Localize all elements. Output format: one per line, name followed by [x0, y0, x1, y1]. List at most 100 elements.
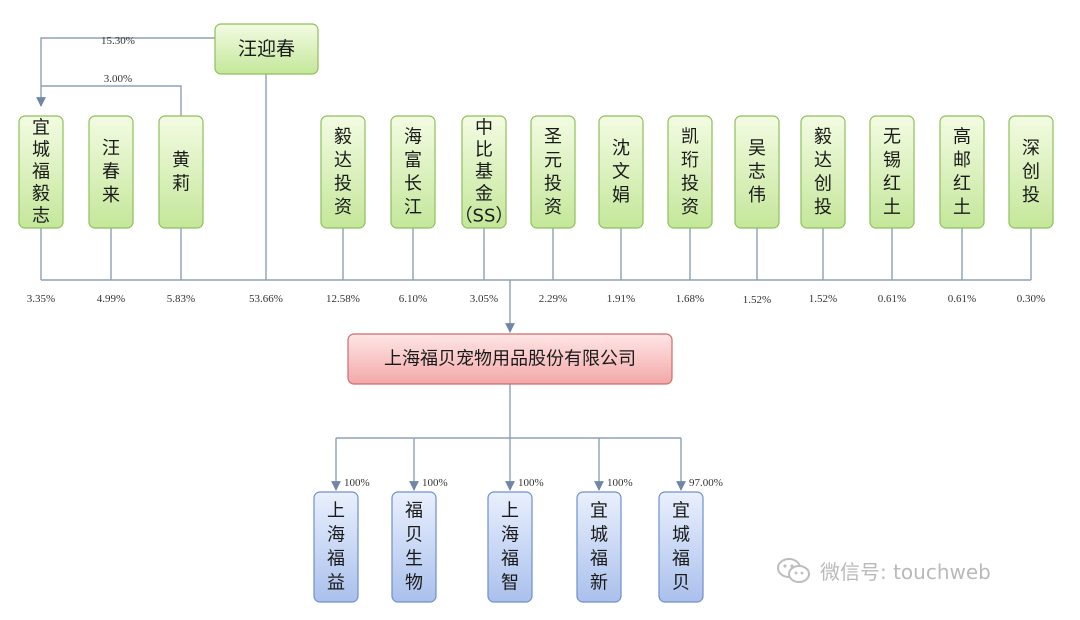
- shareholder-pct-shengyuan-touzi: 2.29%: [539, 293, 567, 305]
- shareholder-zhongbi-jijin-char: 金: [475, 184, 493, 205]
- shareholder-box-yida-chuangtou: [800, 115, 846, 229]
- founder-link-pct: 15.30%: [101, 35, 135, 47]
- subsidiary-pct-shanghai-fuyi: 100%: [344, 477, 370, 489]
- shareholder-shengyuan-touzi-char: 元: [544, 150, 562, 171]
- subsidiary-box-shanghai-fuzhi: [487, 491, 533, 603]
- shareholder-shen-wenjuan-char: 娟: [612, 185, 630, 206]
- subsidiary-box-yicheng-fuxin: [576, 491, 622, 603]
- shareholder-wu-zhiwei-char: 伟: [748, 185, 766, 206]
- founder-name: 汪迎春: [238, 38, 295, 60]
- shareholder-pct-wang-chunlai: 4.99%: [97, 293, 125, 305]
- company-box: [347, 333, 673, 385]
- shareholder-yida-chuangtou-char: 毅: [814, 126, 832, 147]
- shareholder-shengyuan-touzi-char: 资: [544, 197, 562, 218]
- shareholder-huang-li-char: 黄: [172, 150, 190, 171]
- shareholder-wuxi-hongtu-char: 土: [883, 197, 901, 218]
- shareholder-zhongbi-jijin-char: （SS）: [455, 206, 514, 227]
- shareholder-box-gaoyou-hongtu: [939, 115, 985, 229]
- shareholder-kaihang-touzi-char: 投: [681, 173, 699, 194]
- subsidiary-yicheng-fubei-char: 福: [672, 549, 690, 570]
- shareholder-haifu-changjiang-char: 富: [404, 150, 422, 171]
- shareholder-pct-yida-chuangtou: 1.52%: [809, 293, 837, 305]
- subsidiary-pct-fubei-shengwu: 100%: [422, 477, 448, 489]
- subsidiary-box-yicheng-fubei: [658, 491, 704, 603]
- shareholder-pct-huang-li: 5.83%: [167, 293, 195, 305]
- wechat-icon: [777, 557, 810, 583]
- shareholder-yida-chuangtou-char: 达: [814, 150, 832, 171]
- shareholder-yida-touzi-char: 资: [334, 197, 352, 218]
- shareholder-pct-shen-chuangtou: 0.30%: [1017, 293, 1045, 305]
- huangli-to-yicheng-fuyizhi-line: [41, 85, 182, 116]
- shareholder-box-wu-zhiwei: [734, 115, 780, 229]
- shareholder-yida-chuangtou-char: 投: [814, 197, 832, 218]
- subsidiary-shanghai-fuyi-char: 益: [327, 573, 345, 594]
- subsidiary-shanghai-fuzhi-char: 福: [501, 549, 519, 570]
- shareholder-kaihang-touzi-char: 凯: [681, 126, 699, 147]
- shareholder-pct-shen-wenjuan: 1.91%: [607, 293, 635, 305]
- shareholder-pct-wang-yingchun: 53.66%: [249, 293, 283, 305]
- watermark: 微信号: touchweb: [776, 556, 991, 585]
- subsidiary-shanghai-fuyi-char: 上: [327, 501, 345, 522]
- shareholder-shengyuan-touzi-char: 圣: [544, 126, 562, 147]
- subsidiary-pct-yicheng-fubei: 97.00%: [689, 477, 723, 489]
- shareholder-yida-chuangtou-char: 创: [814, 173, 832, 194]
- shareholder-pct-yicheng-fuyizhi: 3.35%: [27, 293, 55, 305]
- shareholder-shen-chuangtou-char: 深: [1022, 138, 1040, 159]
- huangli-link-pct: 3.00%: [104, 73, 132, 85]
- subsidiary-fubei-shengwu-char: 生: [405, 549, 423, 570]
- shareholder-wang-chunlai-char: 汪: [102, 138, 120, 159]
- subsidiary-shanghai-fuyi-char: 福: [327, 549, 345, 570]
- subsidiary-yicheng-fubei-char: 宜: [672, 501, 690, 522]
- shareholder-kaihang-touzi-char: 资: [681, 197, 699, 218]
- shareholder-box-huang-li: [158, 115, 204, 229]
- subsidiary-box-fubei-shengwu: [391, 491, 437, 603]
- connector-lines: [36, 37, 1032, 491]
- subsidiary-yicheng-fubei-char: 贝: [672, 573, 690, 594]
- shareholder-yida-touzi-char: 毅: [334, 126, 352, 147]
- shareholder-haifu-changjiang-char: 长: [404, 173, 422, 194]
- shareholder-zhongbi-jijin-char: 基: [475, 162, 493, 183]
- shareholder-huang-li-char: 莉: [172, 173, 190, 194]
- subsidiary-fubei-shengwu-char: 贝: [405, 525, 423, 546]
- percentage-labels: 15.30%3.00%3.35%4.99%5.83%53.66%12.58%6.…: [27, 35, 1045, 489]
- subsidiary-yicheng-fuxin-char: 新: [590, 573, 608, 594]
- shareholder-shengyuan-touzi-char: 投: [544, 173, 562, 194]
- shareholder-box-zhongbi-jijin: [461, 115, 507, 229]
- shareholder-zhongbi-jijin-char: 中: [475, 118, 493, 139]
- shareholder-pct-kaihang-touzi: 1.68%: [676, 293, 704, 305]
- shareholder-pct-wu-zhiwei: 1.52%: [743, 294, 771, 306]
- founder-to-yicheng-fuyizhi-line: [36, 37, 215, 107]
- shareholder-wu-zhiwei-char: 志: [748, 162, 766, 183]
- shareholder-kaihang-touzi-char: 珩: [681, 150, 699, 171]
- founder-box: [214, 23, 319, 75]
- subsidiary-pct-shanghai-fuzhi: 100%: [518, 477, 544, 489]
- shareholder-yicheng-fuyizhi-char: 福: [32, 162, 50, 183]
- shareholder-gaoyou-hongtu-char: 红: [953, 173, 971, 194]
- shareholder-yicheng-fuyizhi-char: 宜: [32, 118, 50, 139]
- subsidiary-fubei-shengwu-char: 物: [405, 573, 423, 594]
- subsidiary-fubei-shengwu-char: 福: [405, 501, 423, 522]
- shareholder-wuxi-hongtu-char: 锡: [883, 150, 901, 171]
- shareholder-box-shengyuan-touzi: [530, 115, 576, 229]
- shareholder-box-kaihang-touzi: [667, 115, 713, 229]
- shareholder-gaoyou-hongtu-char: 高: [953, 126, 971, 147]
- subsidiary-box-shanghai-fuyi: [313, 491, 359, 603]
- shareholder-gaoyou-hongtu-char: 土: [953, 197, 971, 218]
- shareholder-pct-gaoyou-hongtu: 0.61%: [948, 293, 976, 305]
- subsidiary-yicheng-fuxin-char: 宜: [590, 501, 608, 522]
- shareholder-wang-chunlai-char: 春: [102, 162, 120, 183]
- subsidiary-shanghai-fuzhi-char: 上: [501, 501, 519, 522]
- shareholder-yida-touzi-char: 达: [334, 150, 352, 171]
- shareholder-box-wuxi-hongtu: [869, 115, 915, 229]
- shareholder-box-yicheng-fuyizhi: [18, 115, 64, 229]
- subsidiary-shanghai-fuzhi-char: 海: [501, 525, 519, 546]
- shareholder-haifu-changjiang-char: 海: [404, 126, 422, 147]
- entity-nodes: 汪迎春宜城福毅志汪春来黄莉毅达投资海富长江中比基金（SS）圣元投资沈文娟凯珩投资…: [18, 23, 1054, 603]
- shareholder-shen-chuangtou-char: 投: [1022, 185, 1040, 206]
- shareholder-wu-zhiwei-char: 吴: [748, 138, 766, 159]
- subsidiary-yicheng-fubei-char: 城: [672, 525, 690, 546]
- shareholder-yicheng-fuyizhi-char: 毅: [32, 184, 50, 205]
- shareholder-shen-wenjuan-char: 文: [612, 162, 630, 183]
- subsidiary-shanghai-fuyi-char: 海: [327, 525, 345, 546]
